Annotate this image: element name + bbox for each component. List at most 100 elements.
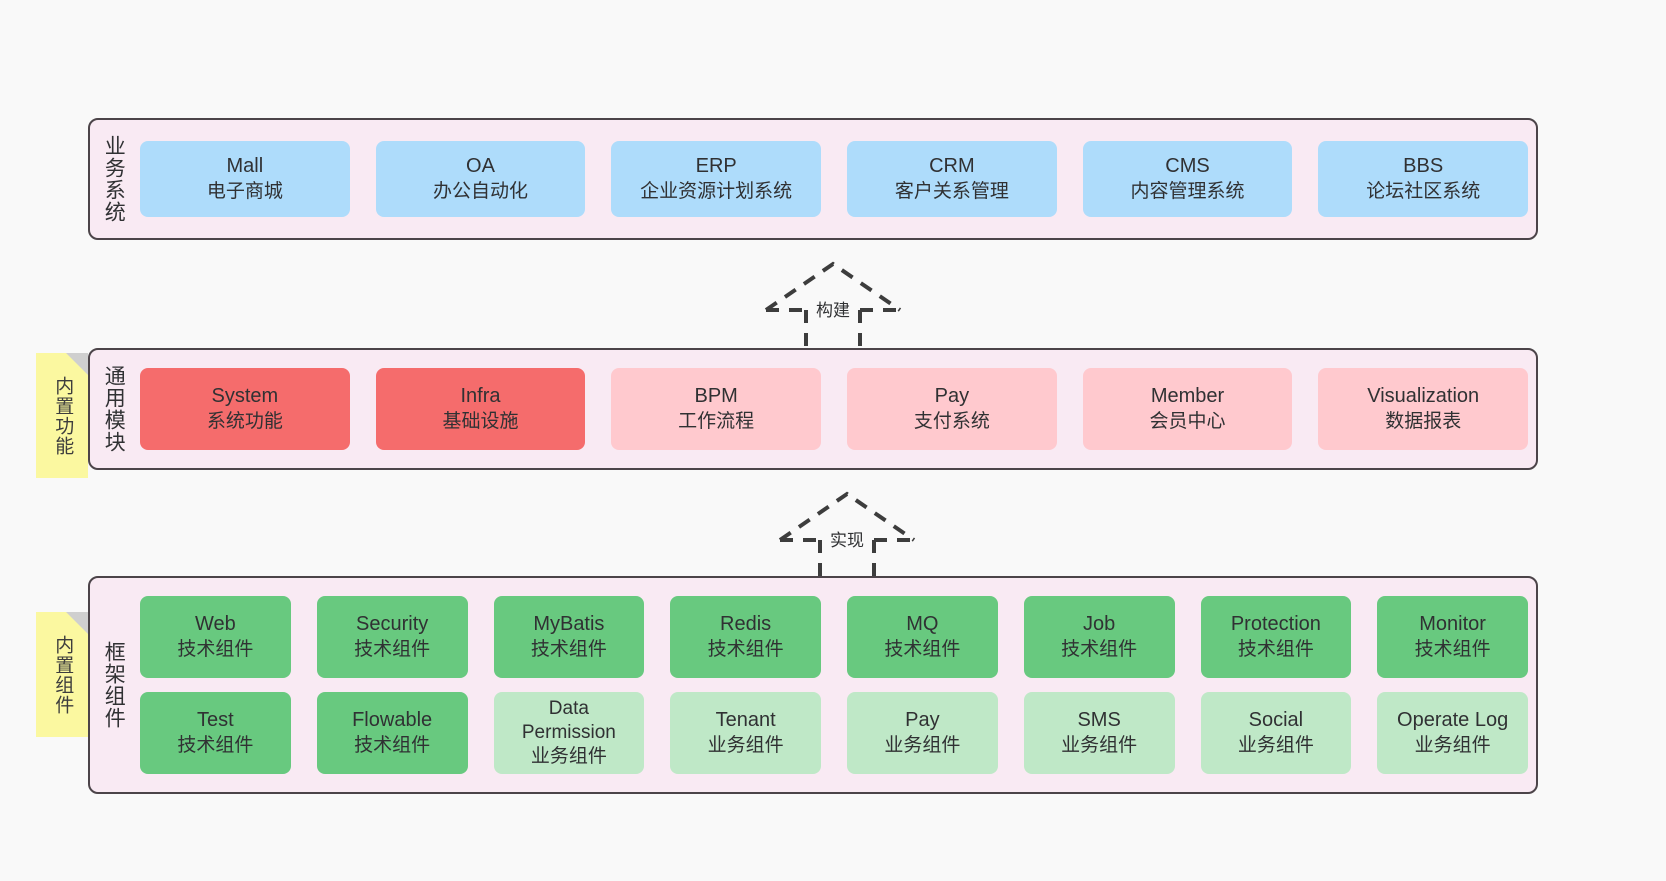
node-bpm[interactable]: BPM 工作流程 xyxy=(611,368,822,450)
layer-body-modules: System 系统功能 Infra 基础设施 BPM 工作流程 Pay 支付系统… xyxy=(136,350,1536,468)
row-framework-biz: Test 技术组件 Flowable 技术组件 Data Permission … xyxy=(140,692,1528,774)
node-cms-en: CMS xyxy=(1165,155,1210,178)
node-test[interactable]: Test 技术组件 xyxy=(140,692,291,774)
node-mybatis-cn: 技术组件 xyxy=(530,638,607,660)
node-job[interactable]: Job 技术组件 xyxy=(1023,596,1175,678)
node-redis-en: Redis xyxy=(720,613,772,636)
node-social[interactable]: Social 业务组件 xyxy=(1200,692,1352,774)
node-web-cn: 技术组件 xyxy=(177,638,254,660)
node-visualization-en: Visualization xyxy=(1367,385,1480,408)
folded-corner-icon xyxy=(66,612,88,634)
folded-corner-icon xyxy=(66,353,88,375)
node-security-en: Security xyxy=(356,613,429,636)
arrowhead-open-triangle xyxy=(764,261,902,312)
node-infra-en: Infra xyxy=(460,385,501,408)
node-mybatis-en: MyBatis xyxy=(533,613,605,636)
node-security-cn: 技术组件 xyxy=(354,638,431,660)
node-cms[interactable]: CMS 内容管理系统 xyxy=(1082,141,1293,217)
node-mall-cn: 电子商城 xyxy=(206,180,283,202)
node-tenant-en: Tenant xyxy=(715,709,776,732)
node-visualization[interactable]: Visualization 数据报表 xyxy=(1318,368,1529,450)
connector-build-label: 构建 xyxy=(816,301,850,320)
node-data-permission[interactable]: Data Permission 业务组件 xyxy=(493,692,645,774)
node-operate-log-cn: 业务组件 xyxy=(1414,734,1491,756)
node-member[interactable]: Member 会员中心 xyxy=(1082,368,1293,450)
layer-body-framework: Web 技术组件 Security 技术组件 MyBatis 技术组件 Redi… xyxy=(136,578,1536,792)
node-data-permission-cn: 业务组件 xyxy=(530,745,607,767)
node-pay-component-cn: 业务组件 xyxy=(884,734,961,756)
node-operate-log-en: Operate Log xyxy=(1397,709,1509,732)
node-redis-cn: 技术组件 xyxy=(707,638,784,660)
sticky-note-builtin-features-label: 内置功能 xyxy=(52,375,74,456)
row-business-1: Mall 电子商城 OA 办公自动化 ERP 企业资源计划系统 CRM 客户关系… xyxy=(140,141,1529,217)
node-monitor[interactable]: Monitor 技术组件 xyxy=(1377,596,1528,678)
layer-common-modules[interactable]: 通用模块 System 系统功能 Infra 基础设施 BPM 工作流程 Pay… xyxy=(88,348,1538,470)
arrowhead-open-triangle xyxy=(778,491,916,542)
node-mq-cn: 技术组件 xyxy=(884,638,961,660)
node-test-cn: 技术组件 xyxy=(177,734,254,756)
node-protection-en: Protection xyxy=(1230,613,1321,636)
node-infra-cn: 基础设施 xyxy=(442,410,519,432)
node-bbs-cn: 论坛社区系统 xyxy=(1366,180,1481,202)
row-framework-tech: Web 技术组件 Security 技术组件 MyBatis 技术组件 Redi… xyxy=(140,596,1528,678)
layer-title-business: 业务系统 xyxy=(102,135,126,223)
node-job-cn: 技术组件 xyxy=(1061,638,1138,660)
node-data-permission-en: Data Permission xyxy=(521,698,616,744)
layer-framework-components[interactable]: 框架组件 Web 技术组件 Security 技术组件 MyBatis 技术组件… xyxy=(88,576,1538,794)
node-member-en: Member xyxy=(1150,385,1225,408)
node-crm[interactable]: CRM 客户关系管理 xyxy=(847,141,1057,217)
node-test-en: Test xyxy=(197,709,234,732)
node-crm-cn: 客户关系管理 xyxy=(894,180,1009,202)
node-social-en: Social xyxy=(1248,709,1304,732)
node-redis[interactable]: Redis 技术组件 xyxy=(670,596,821,678)
node-bbs-en: BBS xyxy=(1403,155,1444,178)
node-mall[interactable]: Mall 电子商城 xyxy=(140,141,350,217)
node-erp-en: ERP xyxy=(695,155,737,178)
node-pay-component[interactable]: Pay 业务组件 xyxy=(847,692,998,774)
sticky-note-builtin-components-label: 内置组件 xyxy=(52,634,74,715)
node-system-cn: 系统功能 xyxy=(206,410,283,432)
node-infra[interactable]: Infra 基础设施 xyxy=(375,368,586,450)
layer-body-business: Mall 电子商城 OA 办公自动化 ERP 企业资源计划系统 CRM 客户关系… xyxy=(136,120,1536,238)
layer-title-framework: 框架组件 xyxy=(102,641,126,729)
node-job-en: Job xyxy=(1083,613,1116,636)
connector-implement-label: 实现 xyxy=(830,531,864,550)
node-oa-en: OA xyxy=(466,155,495,178)
node-protection[interactable]: Protection 技术组件 xyxy=(1200,596,1352,678)
node-visualization-cn: 数据报表 xyxy=(1385,410,1462,432)
node-monitor-en: Monitor xyxy=(1419,613,1486,636)
layer-title-modules: 通用模块 xyxy=(102,365,126,453)
node-security[interactable]: Security 技术组件 xyxy=(316,596,468,678)
sticky-note-builtin-features[interactable]: 内置功能 xyxy=(36,353,88,478)
node-flowable-cn: 技术组件 xyxy=(354,734,431,756)
node-web-en: Web xyxy=(194,613,236,636)
node-flowable-en: Flowable xyxy=(352,709,433,732)
node-mq[interactable]: MQ 技术组件 xyxy=(847,596,998,678)
node-erp-cn: 企业资源计划系统 xyxy=(640,180,793,202)
node-pay-module[interactable]: Pay 支付系统 xyxy=(847,368,1057,450)
node-mq-en: MQ xyxy=(906,613,939,636)
node-oa-cn: 办公自动化 xyxy=(433,180,529,202)
node-bpm-cn: 工作流程 xyxy=(678,410,755,432)
node-oa[interactable]: OA 办公自动化 xyxy=(375,141,586,217)
node-protection-cn: 技术组件 xyxy=(1237,638,1314,660)
connector-build: 构建 xyxy=(758,258,908,352)
node-sms[interactable]: SMS 业务组件 xyxy=(1023,692,1175,774)
node-erp[interactable]: ERP 企业资源计划系统 xyxy=(611,141,822,217)
node-tenant[interactable]: Tenant 业务组件 xyxy=(670,692,821,774)
node-operate-log[interactable]: Operate Log 业务组件 xyxy=(1377,692,1528,774)
node-pay-module-en: Pay xyxy=(934,385,970,408)
layer-business-systems[interactable]: 业务系统 Mall 电子商城 OA 办公自动化 ERP 企业资源计划系统 CRM… xyxy=(88,118,1538,240)
connector-implement: 实现 xyxy=(772,488,922,582)
node-web[interactable]: Web 技术组件 xyxy=(140,596,291,678)
node-bbs[interactable]: BBS 论坛社区系统 xyxy=(1318,141,1529,217)
node-tenant-cn: 业务组件 xyxy=(707,734,784,756)
node-system[interactable]: System 系统功能 xyxy=(140,368,350,450)
node-sms-cn: 业务组件 xyxy=(1061,734,1138,756)
node-mybatis[interactable]: MyBatis 技术组件 xyxy=(493,596,645,678)
node-cms-cn: 内容管理系统 xyxy=(1130,180,1245,202)
sticky-note-builtin-components[interactable]: 内置组件 xyxy=(36,612,88,737)
node-pay-component-en: Pay xyxy=(905,709,940,732)
node-pay-module-cn: 支付系统 xyxy=(913,410,990,432)
node-flowable[interactable]: Flowable 技术组件 xyxy=(316,692,468,774)
